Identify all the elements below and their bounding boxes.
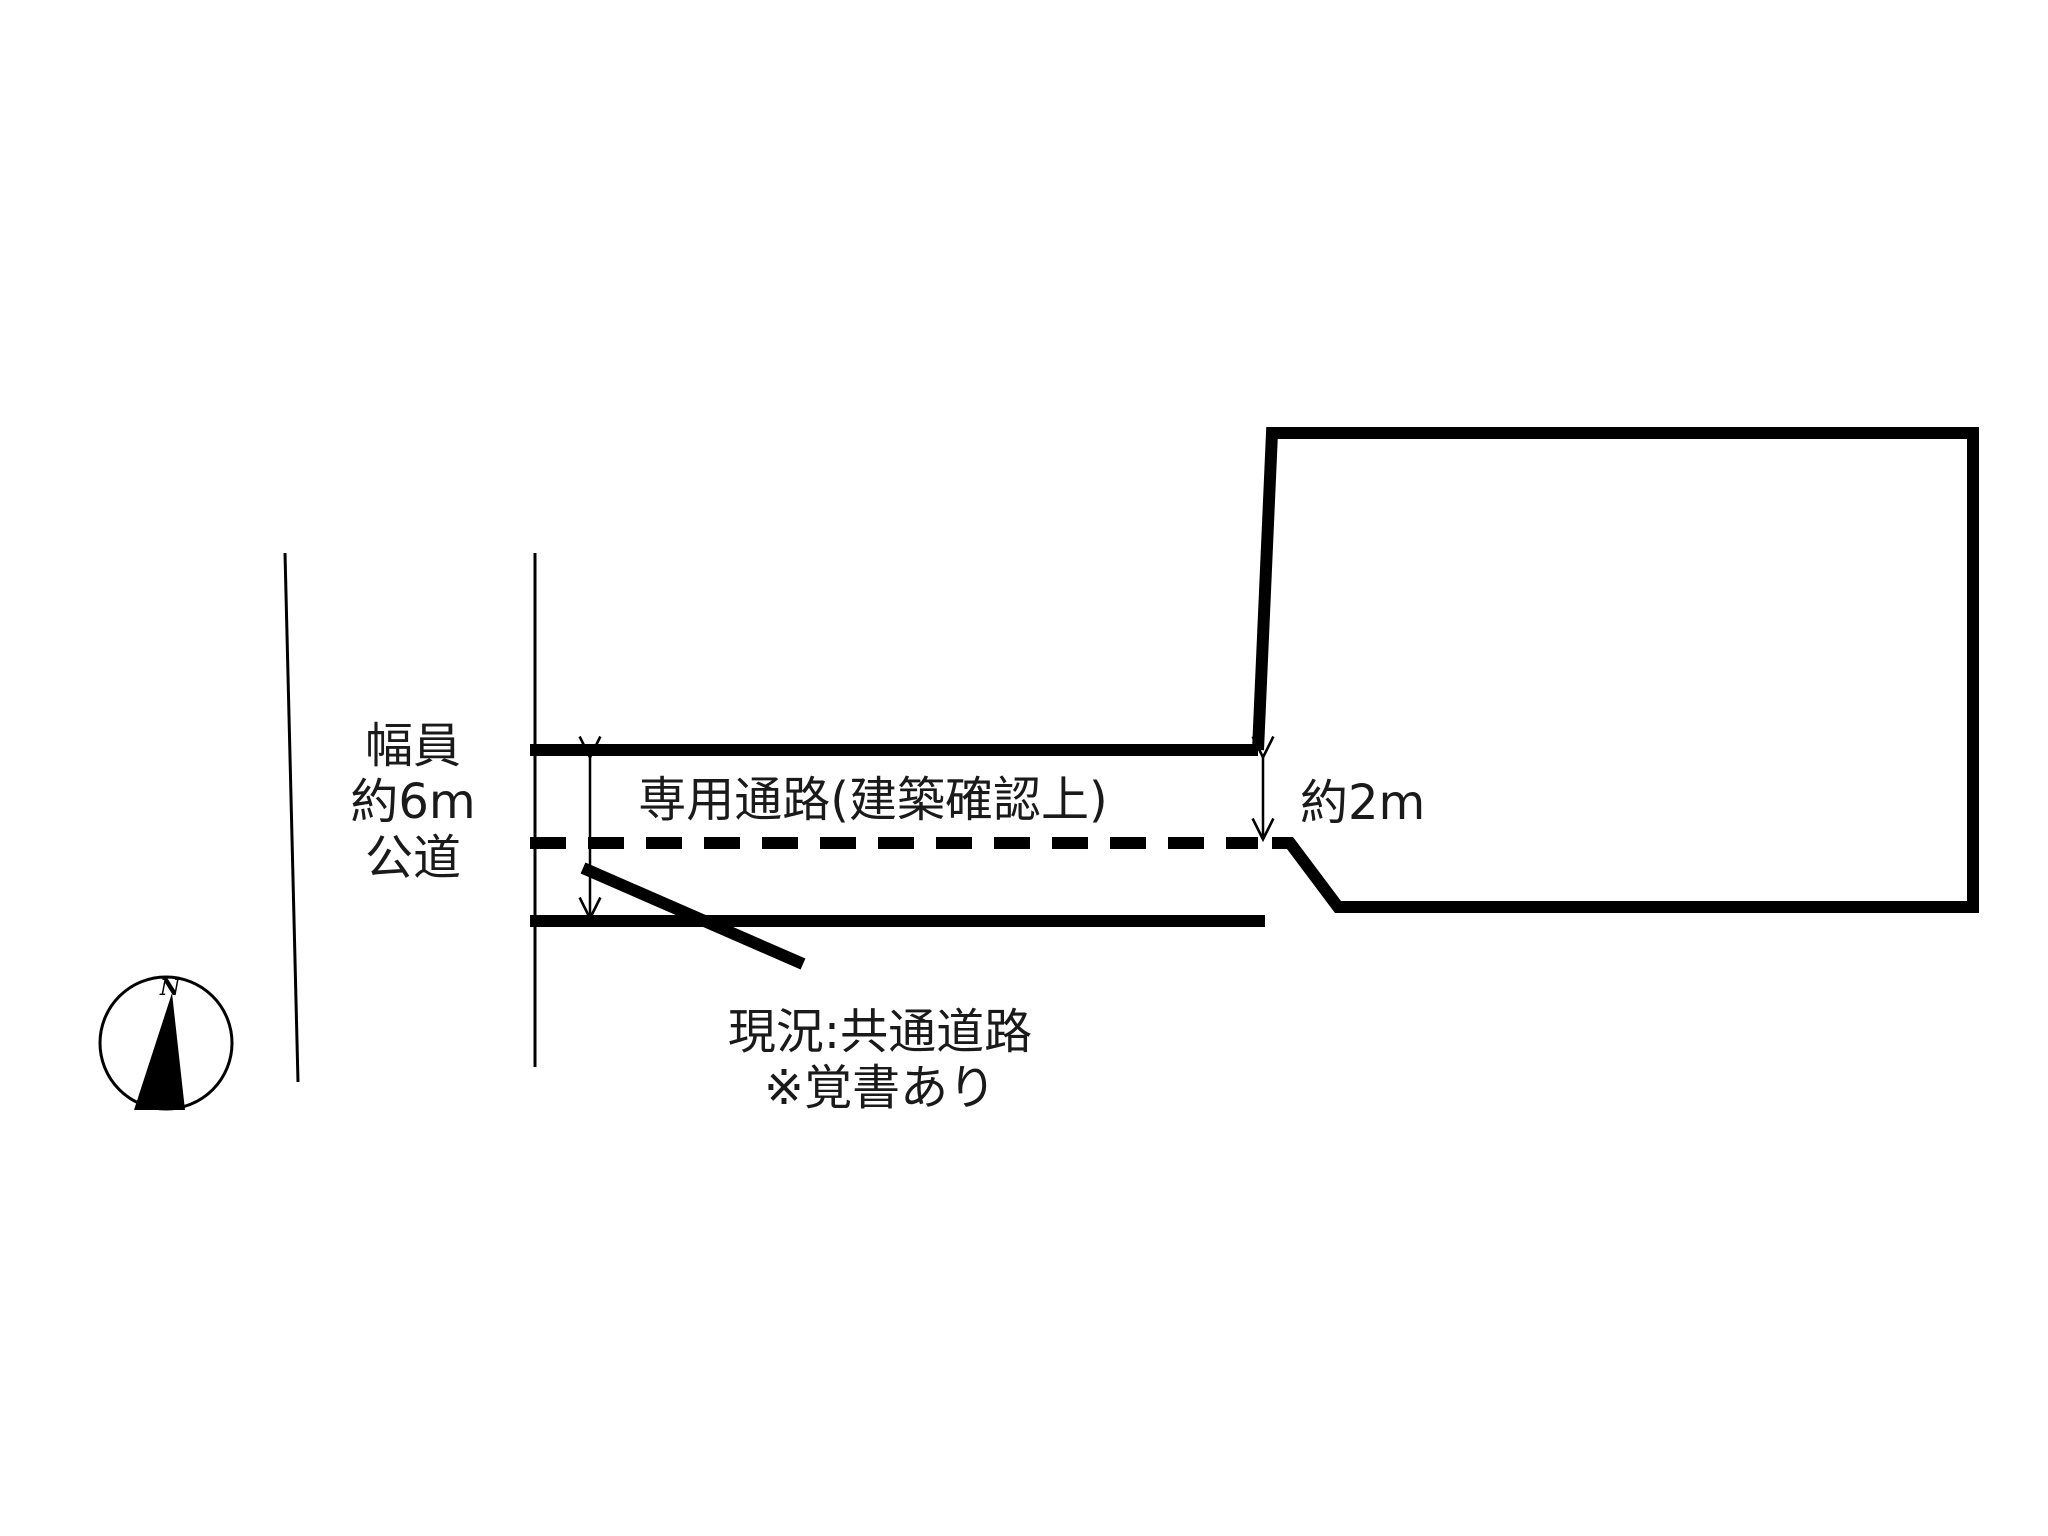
compass-north-letter: N xyxy=(159,975,181,1001)
public-road-left-edge xyxy=(283,552,300,1083)
compass-needle xyxy=(134,993,185,1110)
north-compass-icon: N xyxy=(98,975,234,1111)
passage-width-label: 約2m xyxy=(1300,775,1425,831)
memorandum-note: ※覚書あり xyxy=(764,1060,996,1116)
property-lot-outline xyxy=(1252,427,1979,913)
road-width-value: 約6m xyxy=(350,774,475,830)
private-passage-label: 専用通路(建築確認上) xyxy=(638,772,1107,828)
road-width-label: 幅員 xyxy=(365,718,461,774)
status-leader-line xyxy=(580,862,806,970)
road-type-label: 公道 xyxy=(365,830,461,886)
current-status-label: 現況:共通道路 xyxy=(728,1004,1032,1060)
